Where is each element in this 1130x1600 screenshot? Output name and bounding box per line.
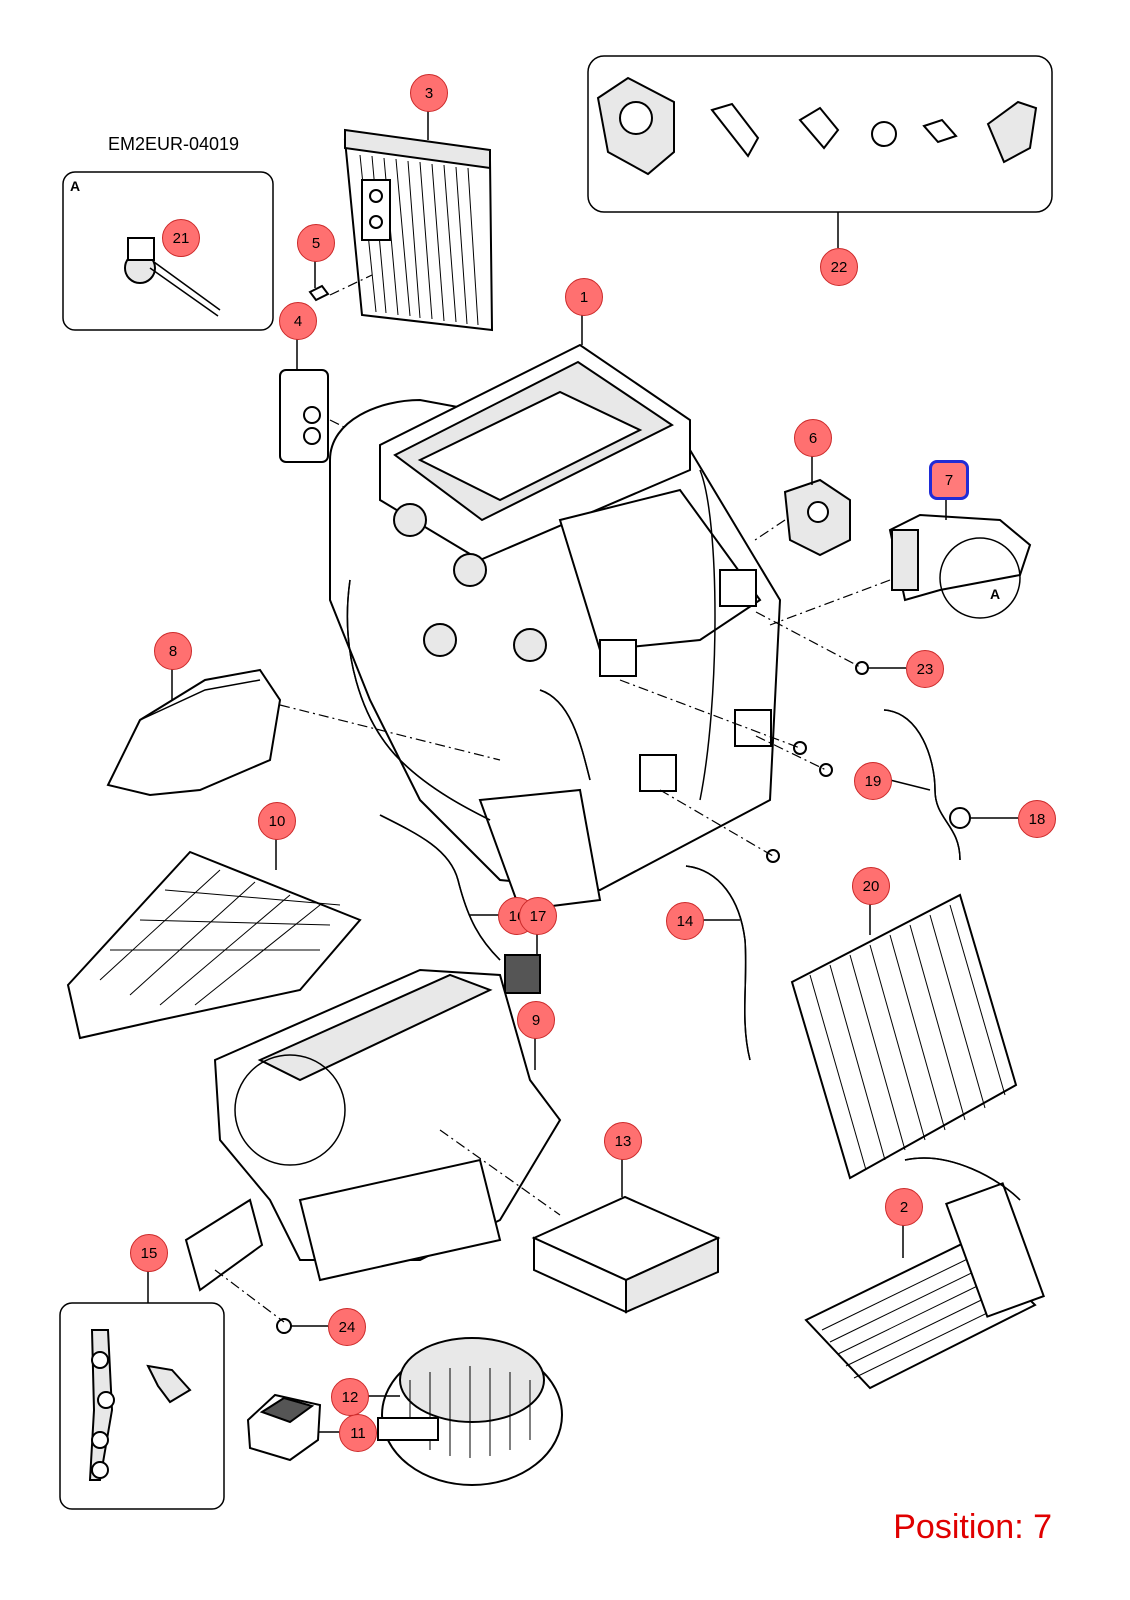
inset-letter-a-box: A [70, 178, 81, 194]
reference-code: EM2EUR-04019 [108, 134, 240, 154]
part-14-hose [685, 865, 751, 1061]
inset-a-frame [62, 171, 274, 331]
callout-18[interactable]: 18 [1018, 800, 1056, 838]
part-21-actuator [124, 237, 221, 317]
callout-14[interactable]: 14 [666, 902, 704, 940]
part-6-actuator [783, 478, 851, 557]
callout-11[interactable]: 11 [339, 1414, 377, 1452]
callout-13[interactable]: 13 [604, 1122, 642, 1160]
screw-b [819, 763, 833, 777]
part-13-filter [531, 1195, 721, 1314]
part-22-kit [596, 76, 1038, 176]
part-10-filter-housing [66, 850, 362, 1040]
position-label: Position: 7 [893, 1508, 1052, 1546]
part-18-clamp [949, 807, 971, 829]
inset-22-frame [587, 55, 1053, 213]
part-24-screw [276, 1318, 292, 1334]
screw-c [766, 849, 780, 863]
callout-2[interactable]: 2 [885, 1188, 923, 1226]
part-9-blower-housing [184, 968, 562, 1292]
part-20-core [790, 893, 1018, 1180]
part-15-linkage [88, 1329, 192, 1481]
callout-10[interactable]: 10 [258, 802, 296, 840]
callout-22[interactable]: 22 [820, 248, 858, 286]
callout-19[interactable]: 19 [854, 762, 892, 800]
screw-a [793, 741, 807, 755]
part-23-screw [855, 661, 869, 675]
part-5-clip [308, 284, 330, 302]
part-19-hose [883, 709, 961, 861]
callout-9[interactable]: 9 [517, 1001, 555, 1039]
callout-24[interactable]: 24 [328, 1308, 366, 1346]
part-2-heater-core [804, 1157, 1045, 1390]
callout-20[interactable]: 20 [852, 867, 890, 905]
part-4-gasket [279, 369, 329, 463]
callout-3[interactable]: 3 [410, 74, 448, 112]
callout-15[interactable]: 15 [130, 1234, 168, 1272]
callout-12[interactable]: 12 [331, 1378, 369, 1416]
callout-23[interactable]: 23 [906, 650, 944, 688]
part-3-evaporator [343, 128, 494, 332]
callout-4[interactable]: 4 [279, 302, 317, 340]
part-11-resistor [246, 1393, 322, 1462]
callout-8[interactable]: 8 [154, 632, 192, 670]
inset-letter-a-detail: A [990, 586, 1001, 602]
part-7-duct [888, 513, 1032, 619]
callout-21[interactable]: 21 [162, 219, 200, 257]
part-17-sensor [504, 954, 541, 994]
callout-1[interactable]: 1 [565, 278, 603, 316]
callout-5[interactable]: 5 [297, 224, 335, 262]
part-1-hvac-housing [329, 343, 782, 912]
part-8-duct [106, 668, 282, 797]
part-12-blower-motor [377, 1337, 563, 1486]
callout-17[interactable]: 17 [519, 897, 557, 935]
inset-15-frame [59, 1302, 225, 1510]
callout-6[interactable]: 6 [794, 419, 832, 457]
callout-7-selected[interactable]: 7 [929, 460, 969, 500]
